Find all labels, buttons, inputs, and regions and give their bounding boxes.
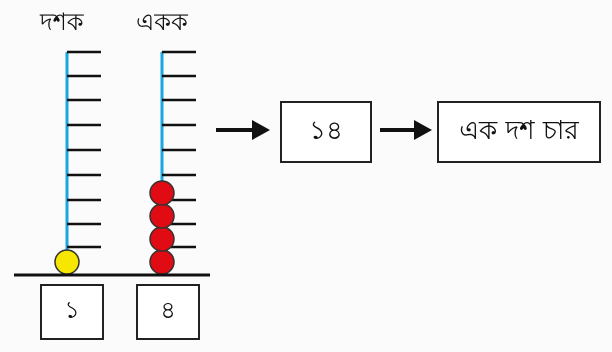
tens-bead bbox=[54, 249, 80, 275]
tens-digit: ১ bbox=[64, 296, 80, 324]
units-bead bbox=[149, 249, 175, 275]
units-digit: ৪ bbox=[160, 296, 176, 324]
units-bead bbox=[149, 203, 175, 229]
units-bead bbox=[149, 226, 175, 252]
units-bead bbox=[149, 180, 175, 206]
tens-digit-box: ১ bbox=[40, 284, 104, 340]
number-words-box: এক দশ চার bbox=[437, 101, 601, 163]
units-digit-box: ৪ bbox=[136, 284, 200, 340]
arrow-right-icon bbox=[216, 120, 270, 140]
number-words: এক দশ চার bbox=[459, 116, 579, 146]
number-box: ১৪ bbox=[280, 101, 372, 163]
units-label: একক bbox=[136, 8, 188, 36]
tens-label: দশক bbox=[40, 8, 84, 36]
arrow-right-icon bbox=[380, 120, 432, 140]
number-value: ১৪ bbox=[309, 116, 343, 146]
